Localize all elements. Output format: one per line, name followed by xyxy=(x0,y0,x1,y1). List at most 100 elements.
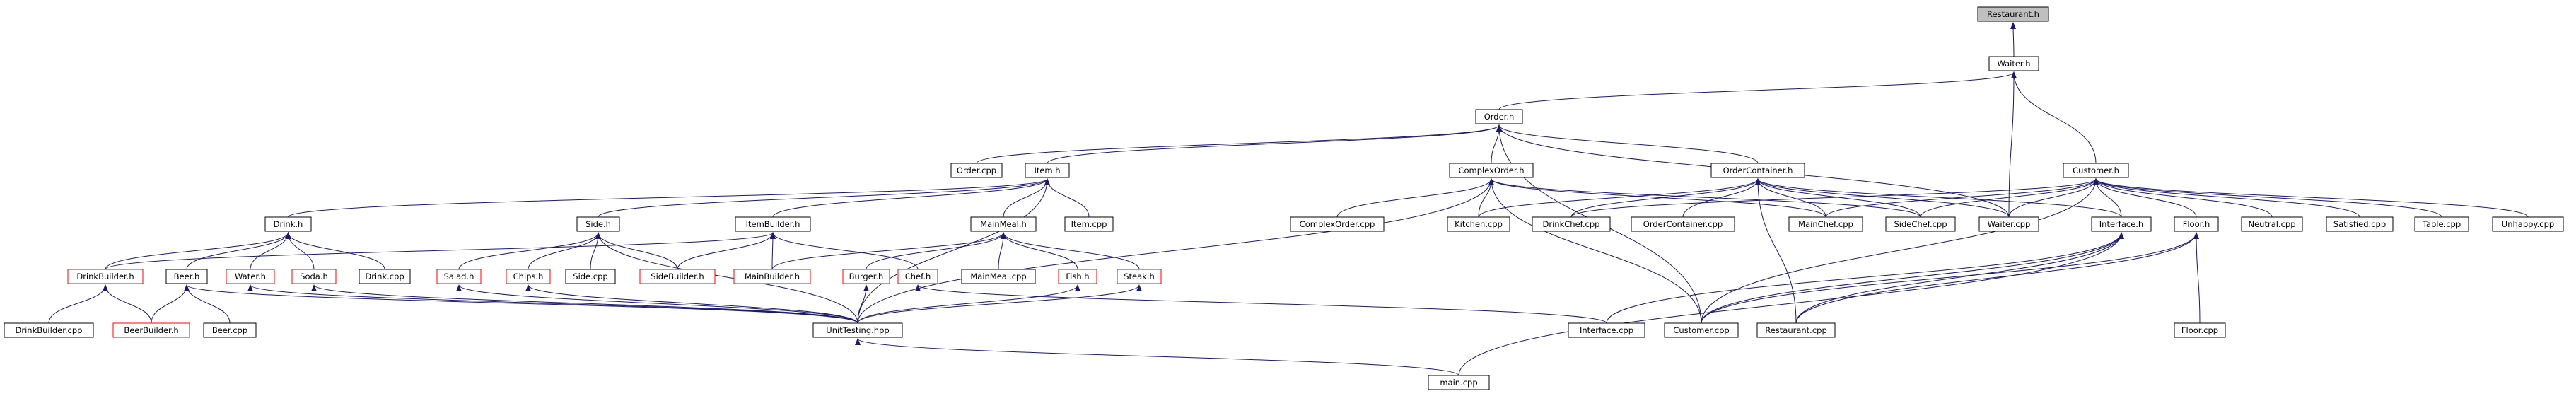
edge-chef-h-to-itembuilder-h xyxy=(770,232,919,270)
node-box xyxy=(1788,216,1863,232)
node-box xyxy=(1025,163,1070,178)
node-label: DrinkChef.cpp xyxy=(1543,219,1600,229)
node-complexorder-cpp[interactable]: ComplexOrder.cpp xyxy=(1290,216,1385,232)
edge-complexorder-h-to-order-h xyxy=(1491,124,1502,164)
edge-unittesting-hpp-to-beer-h xyxy=(184,284,858,324)
edge-floor-cpp-to-floor-h xyxy=(2193,232,2201,324)
node-kitchen-cpp[interactable]: Kitchen.cpp xyxy=(1447,216,1510,232)
node-box xyxy=(1988,56,2039,71)
node-box xyxy=(1756,322,1836,338)
node-label: Floor.h xyxy=(2183,219,2210,229)
node-chips-h[interactable]: Chips.h xyxy=(506,269,551,284)
node-box xyxy=(2174,216,2219,232)
node-mainbuilder-h[interactable]: MainBuilder.h xyxy=(733,269,811,284)
node-waiter-h[interactable]: Waiter.h xyxy=(1988,56,2039,71)
node-beerbuilder-h[interactable]: BeerBuilder.h xyxy=(112,322,190,338)
node-restaurant-cpp[interactable]: Restaurant.cpp xyxy=(1756,322,1836,338)
node-satisfied-cpp[interactable]: Satisfied.cpp xyxy=(2326,216,2394,232)
node-label: ComplexOrder.cpp xyxy=(1300,219,1375,229)
edge-drinkbuilder-h-to-drink-h xyxy=(105,232,291,270)
edge-unittesting-hpp-to-water-h xyxy=(247,284,858,324)
node-itembuilder-h[interactable]: ItemBuilder.h xyxy=(735,216,811,232)
node-interface-cpp[interactable]: Interface.cpp xyxy=(1568,322,1645,338)
node-customer-cpp[interactable]: Customer.cpp xyxy=(1664,322,1739,338)
node-fish-h[interactable]: Fish.h xyxy=(1058,269,1097,284)
node-order-h[interactable]: Order.h xyxy=(1475,109,1523,124)
node-beer-h[interactable]: Beer.h xyxy=(165,269,208,284)
edge-neutral-cpp-to-customer-h xyxy=(2093,178,2273,218)
node-item-h[interactable]: Item.h xyxy=(1025,163,1070,178)
node-table-cpp[interactable]: Table.cpp xyxy=(2414,216,2469,232)
edge-mainbuilder-h-to-itembuilder-h xyxy=(769,232,776,270)
node-mainmeal-cpp[interactable]: MainMeal.cpp xyxy=(961,269,1036,284)
node-label: BeerBuilder.h xyxy=(124,325,178,335)
node-drinkchef-cpp[interactable]: DrinkChef.cpp xyxy=(1532,216,1611,232)
node-complexorder-h[interactable]: ComplexOrder.h xyxy=(1449,163,1534,178)
node-label: Neutral.cpp xyxy=(2248,219,2295,229)
node-floor-h[interactable]: Floor.h xyxy=(2174,216,2219,232)
node-burger-h[interactable]: Burger.h xyxy=(842,269,890,284)
node-floor-cpp[interactable]: Floor.cpp xyxy=(2174,322,2226,338)
node-box xyxy=(961,269,1036,284)
node-side-h[interactable]: Side.h xyxy=(576,216,620,232)
node-label: Floor.cpp xyxy=(2181,325,2218,335)
edge-waiter-cpp-to-waiter-h xyxy=(2008,71,2017,218)
node-ordercontainer-h[interactable]: OrderContainer.h xyxy=(1710,163,1805,178)
edge-unittesting-hpp-to-item-h xyxy=(857,178,1050,324)
node-label: Restaurant.h xyxy=(1987,9,2039,19)
edge-order-cpp-to-order-h xyxy=(976,124,1502,164)
node-box xyxy=(1710,163,1805,178)
node-box xyxy=(842,269,890,284)
edge-unittesting-hpp-to-side-h xyxy=(595,232,858,324)
node-salad-h[interactable]: Salad.h xyxy=(436,269,482,284)
node-label: main.cpp xyxy=(1440,378,1477,388)
edge-table-cpp-to-customer-h xyxy=(2093,178,2442,218)
node-main-cpp[interactable]: main.cpp xyxy=(1428,375,1490,390)
node-drinkbuilder-h[interactable]: DrinkBuilder.h xyxy=(67,269,144,284)
node-unittesting-hpp[interactable]: UnitTesting.hpp xyxy=(812,322,903,338)
edge-unittesting-hpp-to-salad-h xyxy=(456,284,858,324)
node-order-cpp[interactable]: Order.cpp xyxy=(950,163,1003,178)
node-interface-h[interactable]: Interface.h xyxy=(2091,216,2152,232)
node-drinkbuilder-cpp[interactable]: DrinkBuilder.cpp xyxy=(4,322,94,338)
edge-customer-cpp-to-interface-h xyxy=(1701,232,2124,324)
node-drink-cpp[interactable]: Drink.cpp xyxy=(359,269,411,284)
node-waiter-cpp[interactable]: Waiter.cpp xyxy=(1978,216,2039,232)
node-water-h[interactable]: Water.h xyxy=(226,269,275,284)
node-unhappy-cpp[interactable]: Unhappy.cpp xyxy=(2492,216,2564,232)
edge-sidechef-cpp-to-customer-h xyxy=(1920,178,2099,218)
node-box xyxy=(1885,216,1956,232)
node-box xyxy=(950,163,1003,178)
node-drink-h[interactable]: Drink.h xyxy=(264,216,312,232)
node-mainmeal-h[interactable]: MainMeal.h xyxy=(970,216,1037,232)
edge-restaurant-cpp-to-interface-h xyxy=(1795,232,2124,324)
node-box xyxy=(2174,322,2226,338)
node-box xyxy=(970,216,1037,232)
node-neutral-cpp[interactable]: Neutral.cpp xyxy=(2241,216,2303,232)
node-label: Unhappy.cpp xyxy=(2502,219,2554,229)
node-box xyxy=(1977,6,2049,22)
edge-item-h-to-order-h xyxy=(1047,124,1502,164)
node-sidebuilder-h[interactable]: SideBuilder.h xyxy=(639,269,716,284)
node-sidechef-cpp[interactable]: SideChef.cpp xyxy=(1885,216,1956,232)
node-ordercontainer-cpp[interactable]: OrderContainer.cpp xyxy=(1631,216,1735,232)
node-steak-h[interactable]: Steak.h xyxy=(1117,269,1162,284)
node-item-cpp[interactable]: Item.cpp xyxy=(1064,216,1114,232)
node-chef-h[interactable]: Chef.h xyxy=(897,269,938,284)
node-mainchef-cpp[interactable]: MainChef.cpp xyxy=(1788,216,1863,232)
node-soda-h[interactable]: Soda.h xyxy=(291,269,337,284)
edges-layer xyxy=(48,22,2529,376)
node-beer-cpp[interactable]: Beer.cpp xyxy=(203,322,257,338)
edge-unittesting-hpp-to-steak-h xyxy=(857,284,1142,324)
node-side-cpp[interactable]: Side.cpp xyxy=(565,269,616,284)
node-customer-h[interactable]: Customer.h xyxy=(2063,163,2129,178)
edge-beerbuilder-h-to-drinkbuilder-h xyxy=(103,284,152,324)
node-box xyxy=(2091,216,2152,232)
node-box xyxy=(1058,269,1097,284)
node-label: Steak.h xyxy=(1124,272,1155,281)
edge-ordercontainer-cpp-to-ordercontainer-h xyxy=(1682,178,1761,218)
node-label: Side.h xyxy=(585,219,611,229)
node-label: Salad.h xyxy=(444,272,474,281)
node-box xyxy=(2414,216,2469,232)
